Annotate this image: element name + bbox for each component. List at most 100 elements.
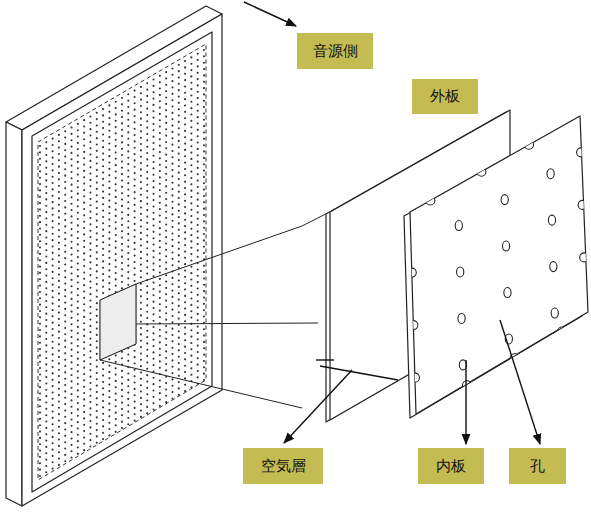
perforation-dot — [178, 127, 180, 129]
perforation-dot — [39, 335, 41, 337]
perforation-dot — [45, 205, 47, 207]
perforation-dot — [203, 271, 205, 273]
perforation-dot — [165, 90, 167, 92]
perforation-dot — [165, 249, 167, 251]
perforation-dot — [70, 399, 72, 401]
perforation-dot — [165, 274, 167, 276]
perforation-dot — [127, 163, 129, 165]
perforation-dot — [64, 321, 66, 323]
perforation-dot — [83, 373, 85, 375]
perforation-dot — [39, 208, 41, 210]
perforation-dot — [178, 375, 180, 377]
perforation-dot — [159, 291, 161, 293]
perforation-dot — [45, 300, 47, 302]
perforation-dot — [159, 354, 161, 356]
perforation-dot — [102, 184, 104, 186]
perforation-dot — [203, 366, 205, 368]
perforation-dot — [152, 364, 154, 366]
perforation-dot — [89, 242, 91, 244]
perforation-dot — [152, 408, 154, 410]
perforation-dot — [159, 379, 161, 381]
perforation-dot — [77, 231, 79, 233]
perforation-dot — [108, 111, 110, 113]
label-box: 音源側 — [297, 33, 373, 69]
perforation-dot — [203, 277, 205, 279]
perforation-dot — [140, 308, 142, 310]
perforation-dot — [190, 386, 192, 388]
perforation-dot — [52, 296, 54, 298]
perforation-dot — [152, 307, 154, 309]
perforation-dot — [178, 159, 180, 161]
perforation-dot — [184, 282, 186, 284]
perforation-dot — [83, 183, 85, 185]
perforation-dot — [45, 217, 47, 219]
perforation-dot — [77, 148, 79, 150]
perforation-dot — [83, 119, 85, 121]
perforation-dot — [184, 390, 186, 392]
perforation-dot — [89, 414, 91, 416]
perforation-dot — [77, 383, 79, 385]
perforation-dot — [64, 270, 66, 272]
perforation-dot — [146, 82, 148, 84]
perforation-dot — [77, 224, 79, 226]
label-text: 孔 — [530, 457, 545, 476]
perforation-dot — [77, 161, 79, 163]
perforation-dot — [190, 56, 192, 58]
perforation-dot — [52, 252, 54, 254]
perforation-dot — [140, 314, 142, 316]
perforation-dot — [171, 378, 173, 380]
perforation-dot — [89, 255, 91, 257]
perforation-dot — [115, 101, 117, 103]
perforation-dot — [140, 111, 142, 113]
perforation-dot — [165, 154, 167, 156]
perforation-dot — [58, 426, 60, 428]
perforation-dot — [83, 208, 85, 210]
perforation-dot — [39, 450, 41, 452]
perforation-dot — [45, 446, 47, 448]
perforation-dot — [89, 445, 91, 447]
perforation-dot — [89, 153, 91, 155]
perforation-dot — [96, 385, 98, 387]
perforation-dot — [70, 431, 72, 433]
perforation-dot — [45, 427, 47, 429]
perforation-dot — [197, 300, 199, 302]
perforation-dot — [64, 194, 66, 196]
perforation-dot — [127, 385, 129, 387]
perforation-dot — [178, 318, 180, 320]
perforation-dot — [52, 201, 54, 203]
perforation-dot — [171, 118, 173, 120]
perforation-dot — [140, 124, 142, 126]
perforation-dot — [77, 408, 79, 410]
perforation-dot — [89, 160, 91, 162]
perforation-dot — [165, 287, 167, 289]
perforation-dot — [152, 339, 154, 341]
perforation-dot — [89, 134, 91, 136]
perforation-dot — [39, 259, 41, 261]
perforation-dot — [178, 210, 180, 212]
perforation-dot — [70, 291, 72, 293]
perforation-dot — [39, 272, 41, 274]
perforation-dot — [89, 211, 91, 213]
perforation-dot — [96, 213, 98, 215]
perforation-dot — [83, 265, 85, 267]
perforation-dot — [77, 427, 79, 429]
perforation-dot — [203, 335, 205, 337]
perforation-dot — [83, 252, 85, 254]
perforation-dot — [165, 255, 167, 257]
perforation-dot — [52, 188, 54, 190]
perforation-dot — [64, 428, 66, 430]
perforation-dot — [178, 184, 180, 186]
perforation-dot — [203, 309, 205, 311]
perforation-dot — [58, 400, 60, 402]
perforation-dot — [178, 197, 180, 199]
perforation-dot — [152, 402, 154, 404]
perforation-dot — [45, 141, 47, 143]
perforation-dot — [127, 372, 129, 374]
perforation-dot — [108, 161, 110, 163]
perforation-dot — [45, 230, 47, 232]
perforation-dot — [70, 190, 72, 192]
perforation-dot — [178, 279, 180, 281]
perforation-dot — [83, 170, 85, 172]
perforation-dot — [70, 418, 72, 420]
perforation-dot — [203, 227, 205, 229]
